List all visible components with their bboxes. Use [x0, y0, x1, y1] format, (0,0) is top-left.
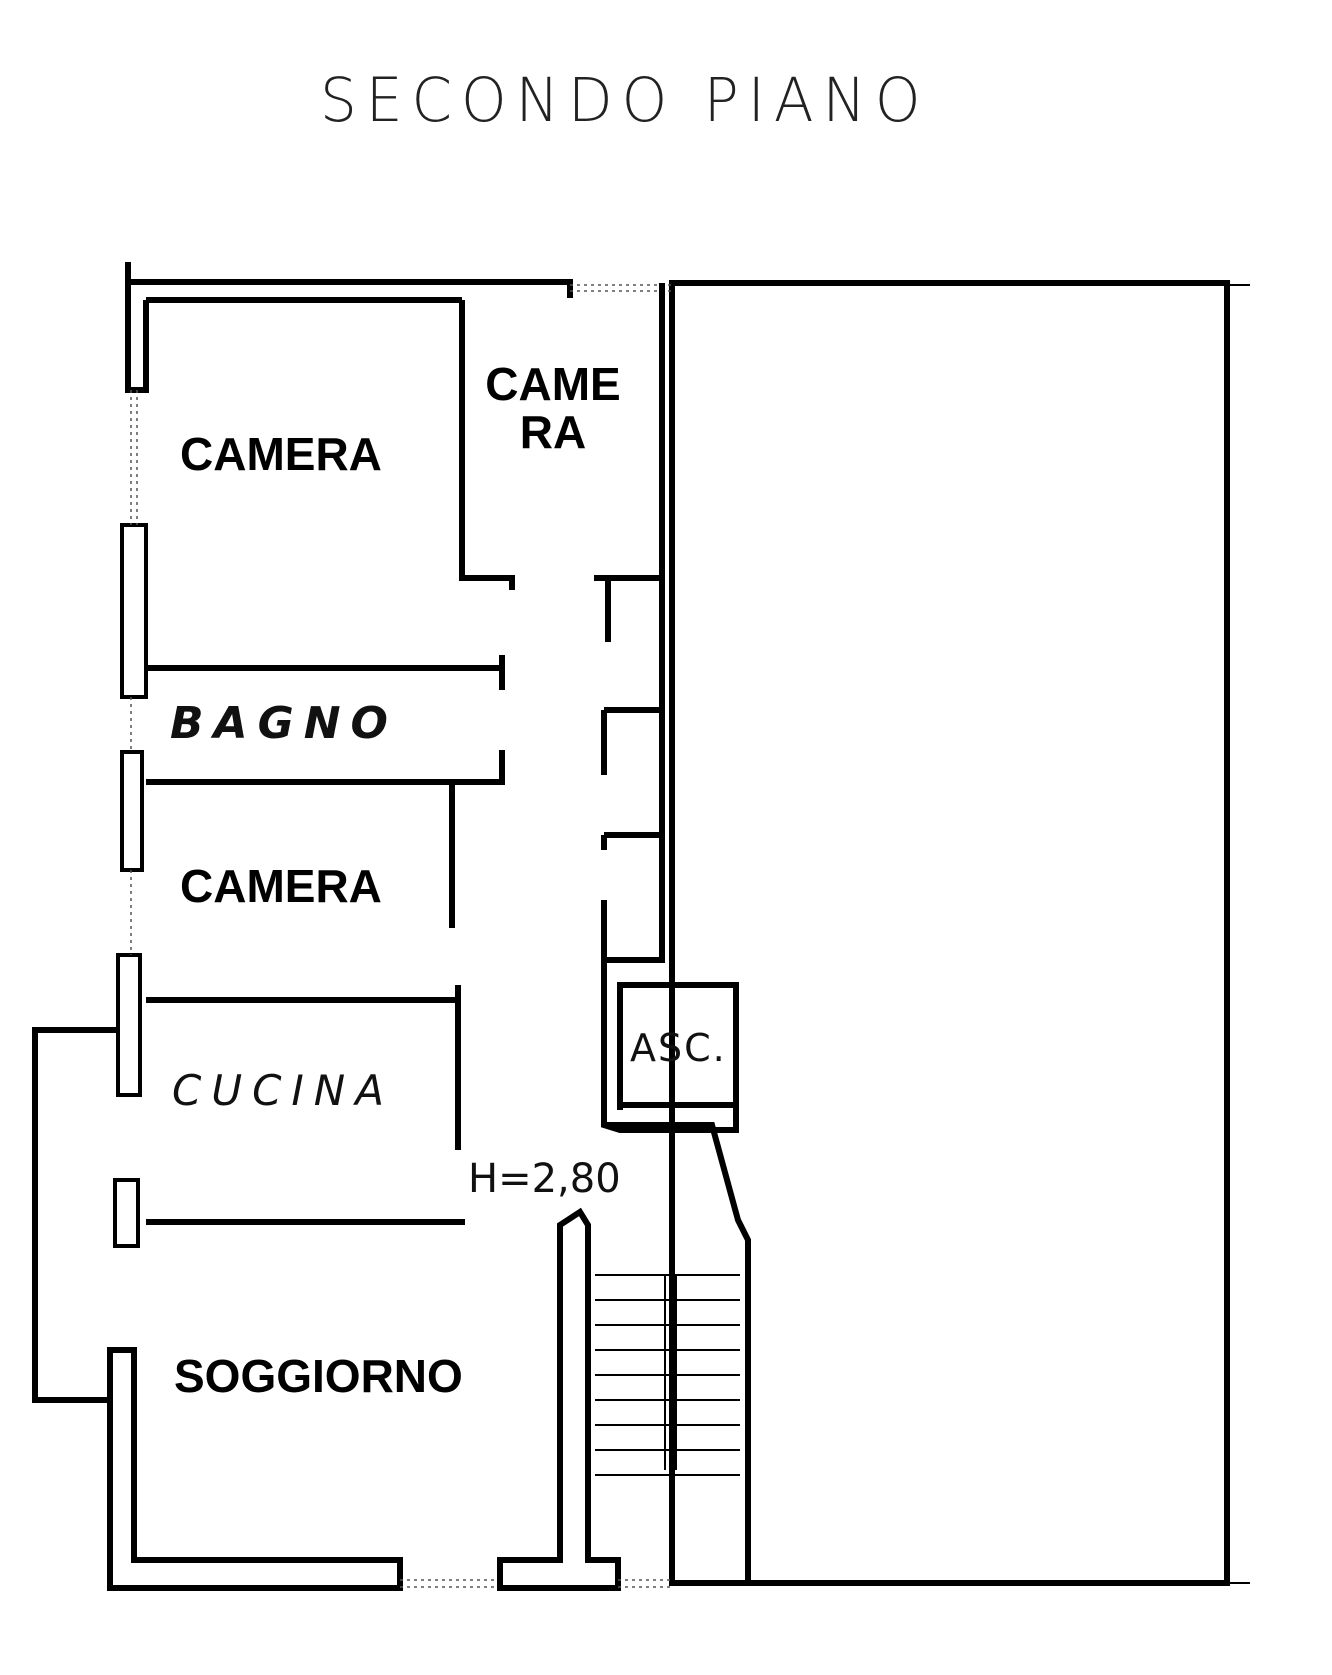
- room-label-bagno: BAGNO: [170, 698, 398, 749]
- elevator-label: ASC.: [630, 1026, 727, 1070]
- ceiling-height-label: H=2,80: [468, 1156, 621, 1202]
- room-label-camera-3: CAMERA: [180, 860, 382, 912]
- wall-camera-small: [459, 300, 515, 590]
- room-label-camera-1: CAMERA: [180, 428, 382, 480]
- wall-balcony: [32, 1027, 118, 1403]
- plan-title: SECONDO PIANO: [320, 64, 930, 136]
- room-label-camera-2-line1: CAME: [485, 358, 621, 410]
- room-label-cucina: CUCINA: [172, 1066, 394, 1115]
- room-label-soggiorno: SOGGIORNO: [174, 1350, 463, 1402]
- staircase: [595, 1274, 740, 1476]
- wall-left-upper: [125, 282, 149, 393]
- wall-stair-core: [497, 1207, 621, 1591]
- wall-top: [125, 262, 573, 298]
- room-label-camera-2: CAME RA: [483, 360, 623, 457]
- room-label-camera-2-line2: RA: [519, 406, 587, 459]
- adjacent-unit-outline: [669, 280, 1230, 1586]
